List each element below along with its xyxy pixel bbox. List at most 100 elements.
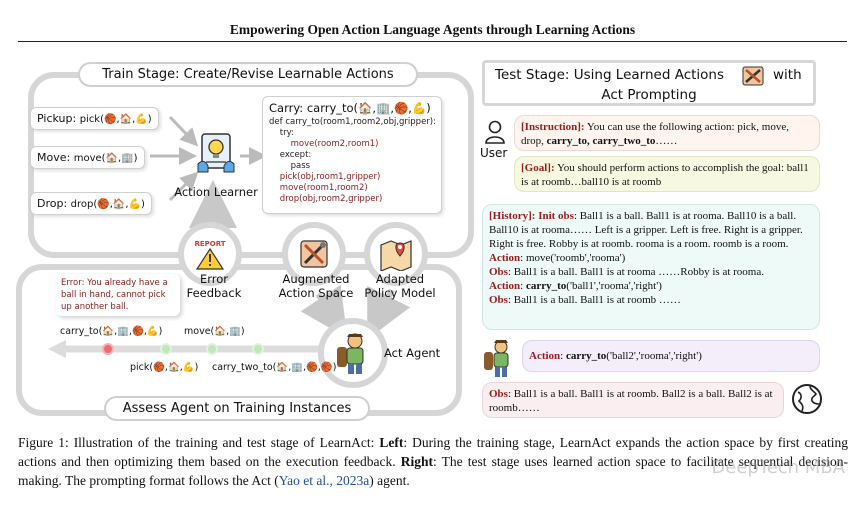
history-box: [History]: Init obs: Ball1 is a ball. Ba… [482, 204, 820, 330]
user-icon [485, 120, 505, 144]
env-obs-tag: Obs [489, 388, 508, 400]
report-tag: REPORT [194, 240, 225, 248]
map-icon [380, 240, 412, 271]
code-line: drop(obj,room2,gripper) [269, 194, 383, 204]
code-line: move(room2,room1) [269, 139, 379, 149]
caption-citation-link[interactable]: Yao et al., 2023a [278, 473, 370, 488]
action-label: Move: [37, 151, 71, 164]
action-move: Move: move(🏠,🏢) [30, 146, 145, 169]
action-call: drop(🏀,🏠,💪) [70, 199, 145, 210]
action-drop: Drop: drop(🏀,🏠,💪) [30, 192, 152, 215]
caption-right-label: Right [400, 454, 434, 469]
augmented-action-circle [282, 222, 346, 286]
augmented-label: Augmented Action Space [268, 272, 364, 300]
code-line: pass [269, 161, 311, 171]
action1-tag: Action [489, 252, 521, 264]
env-obs-text: : Ball1 is a ball. Ball1 is at roomb. Ba… [489, 388, 773, 414]
action-learner-label: Action Learner [174, 185, 258, 199]
caption-left-label: Left [379, 435, 404, 450]
header-rule [18, 41, 847, 42]
action-call: move(🏠,🏢) [73, 153, 138, 164]
obs2-tag: Obs [489, 294, 508, 306]
obs1-tag: Obs [489, 266, 508, 278]
agent-action-text: ('ball2','rooma','right') [606, 350, 702, 362]
timeline-dot [206, 343, 218, 355]
caption-suffix: ) agent. [369, 473, 410, 488]
train-stage-title: Train Stage: Create/Revise Learnable Act… [78, 62, 418, 87]
hiker-agent-icon [337, 333, 364, 374]
goal-text: You should perform actions to accomplish… [521, 162, 809, 188]
code-line: move(room1,room2) [269, 183, 368, 193]
timeline-move: move(🏠,🏢) [184, 326, 245, 337]
user-label: User [480, 146, 508, 160]
action-learner-icon [186, 122, 246, 182]
timeline-carry-to: carry_to(🏠,🏢,🏀,💪) [60, 326, 163, 337]
agent-action-tag: Action [529, 350, 561, 362]
caption-left-text: : During the training stage, LearnAct ex… [18, 435, 848, 469]
timeline-dot-error [102, 343, 114, 355]
adapted-label: Adapted Policy Model [356, 272, 444, 300]
instruction-actions: carry_to, carry_two_to [546, 135, 656, 147]
adapted-policy-circle [364, 222, 428, 286]
test-stage-title-3: Act Prompting [601, 87, 697, 103]
document-lightbulb-icon [197, 133, 235, 173]
code-line: try: [269, 128, 294, 138]
error-feedback-text: Error Feedback [186, 272, 242, 300]
test-stage-title-2: with [773, 67, 802, 83]
test-stage-title-1: Test Stage: Using Learned Actions [495, 67, 725, 83]
timeline-carry-two-to: carry_two_to(🏠,🏢,🏀,🏀) [212, 362, 337, 373]
obs1-text: : Ball1 is a ball. Ball1 is at rooma ……R… [507, 266, 764, 278]
error-message-box: Error: You already have a ball in hand, … [56, 274, 180, 316]
agent-action-bold: carry_to [565, 350, 607, 362]
caption-right-text: : The test stage uses learned action spa… [18, 454, 848, 488]
tools-icon [300, 240, 328, 268]
action2-text: ('ball1','rooma','right') [566, 280, 662, 292]
adapted-text: Adapted Policy Model [364, 272, 436, 300]
init-obs-text: : Ball1 is a ball. Ball1 is at rooma. Ba… [489, 210, 803, 250]
test-stage-title-box: Test Stage: Using Learned Actions with A… [482, 60, 816, 106]
goal-tag: [Goal]: [521, 162, 555, 174]
instruction-suffix: …… [655, 135, 678, 147]
code-line: pick(obj,room1,gripper) [269, 172, 381, 182]
goal-box: [Goal]: You should perform actions to ac… [514, 156, 820, 192]
action-label: Pickup: [37, 112, 77, 125]
paper-title: Empowering Open Action Language Agents t… [229, 22, 636, 37]
figure-caption: Figure 1: Illustration of the training a… [18, 433, 848, 490]
agent-action-box: Action: carry_to('ball2','rooma','right'… [522, 340, 820, 372]
act-agent-label: Act Agent [384, 346, 441, 360]
code-line: def carry_to(room1,room2,obj,gripper): [269, 117, 436, 127]
timeline-pick: pick(🏀,🏠,💪) [130, 362, 199, 373]
timeline-dot [252, 343, 264, 355]
watermark: DeepTech MBA [711, 457, 845, 478]
instruction-tag: [Instruction]: [521, 121, 585, 133]
action2-colon: : [520, 280, 526, 292]
action-label: Drop: [37, 197, 68, 210]
act-agent-circle [318, 318, 388, 388]
action-pickup: Pickup: pick(🏀,🏠,💪) [30, 107, 159, 130]
timeline-dot [160, 343, 172, 355]
action2-tag: Action [489, 280, 521, 292]
init-obs-tag: Init obs [538, 210, 574, 222]
hiker-agent-icon [484, 340, 509, 377]
instruction-box: [Instruction]: You can use the following… [514, 115, 820, 151]
code-title: Carry: carry_to(🏠,🏢,🏀,💪) [269, 101, 431, 115]
code-line: except: [269, 150, 312, 160]
instruction-text: You can use the following action: pick, … [521, 121, 789, 147]
warning-report-icon: REPORT [194, 240, 226, 270]
action2-bold: carry_to [525, 280, 567, 292]
caption-prefix: Figure 1: Illustration of the training a… [18, 435, 380, 450]
history-tag: [History]: [489, 210, 536, 222]
augmented-text: Augmented Action Space [278, 272, 354, 300]
env-obs-box: Obs: Ball1 is a ball. Ball1 is at roomb.… [482, 382, 784, 418]
assess-title: Assess Agent on Training Instances [104, 396, 370, 421]
tools-icon [742, 66, 764, 86]
action1-text: : move('roomb','rooma') [520, 252, 626, 264]
obs2-text: : Ball1 is a ball. Ball1 is at roomb …… [507, 294, 681, 306]
action-call: pick(🏀,🏠,💪) [79, 114, 152, 125]
error-message: Error: You already have a ball in hand, … [61, 278, 168, 312]
error-feedback-label: Error Feedback [176, 272, 252, 300]
carry-code-box: Carry: carry_to(🏠,🏢,🏀,💪) def carry_to(ro… [262, 96, 442, 214]
agent-action-colon: : [560, 350, 566, 362]
globe-icon [792, 384, 822, 414]
